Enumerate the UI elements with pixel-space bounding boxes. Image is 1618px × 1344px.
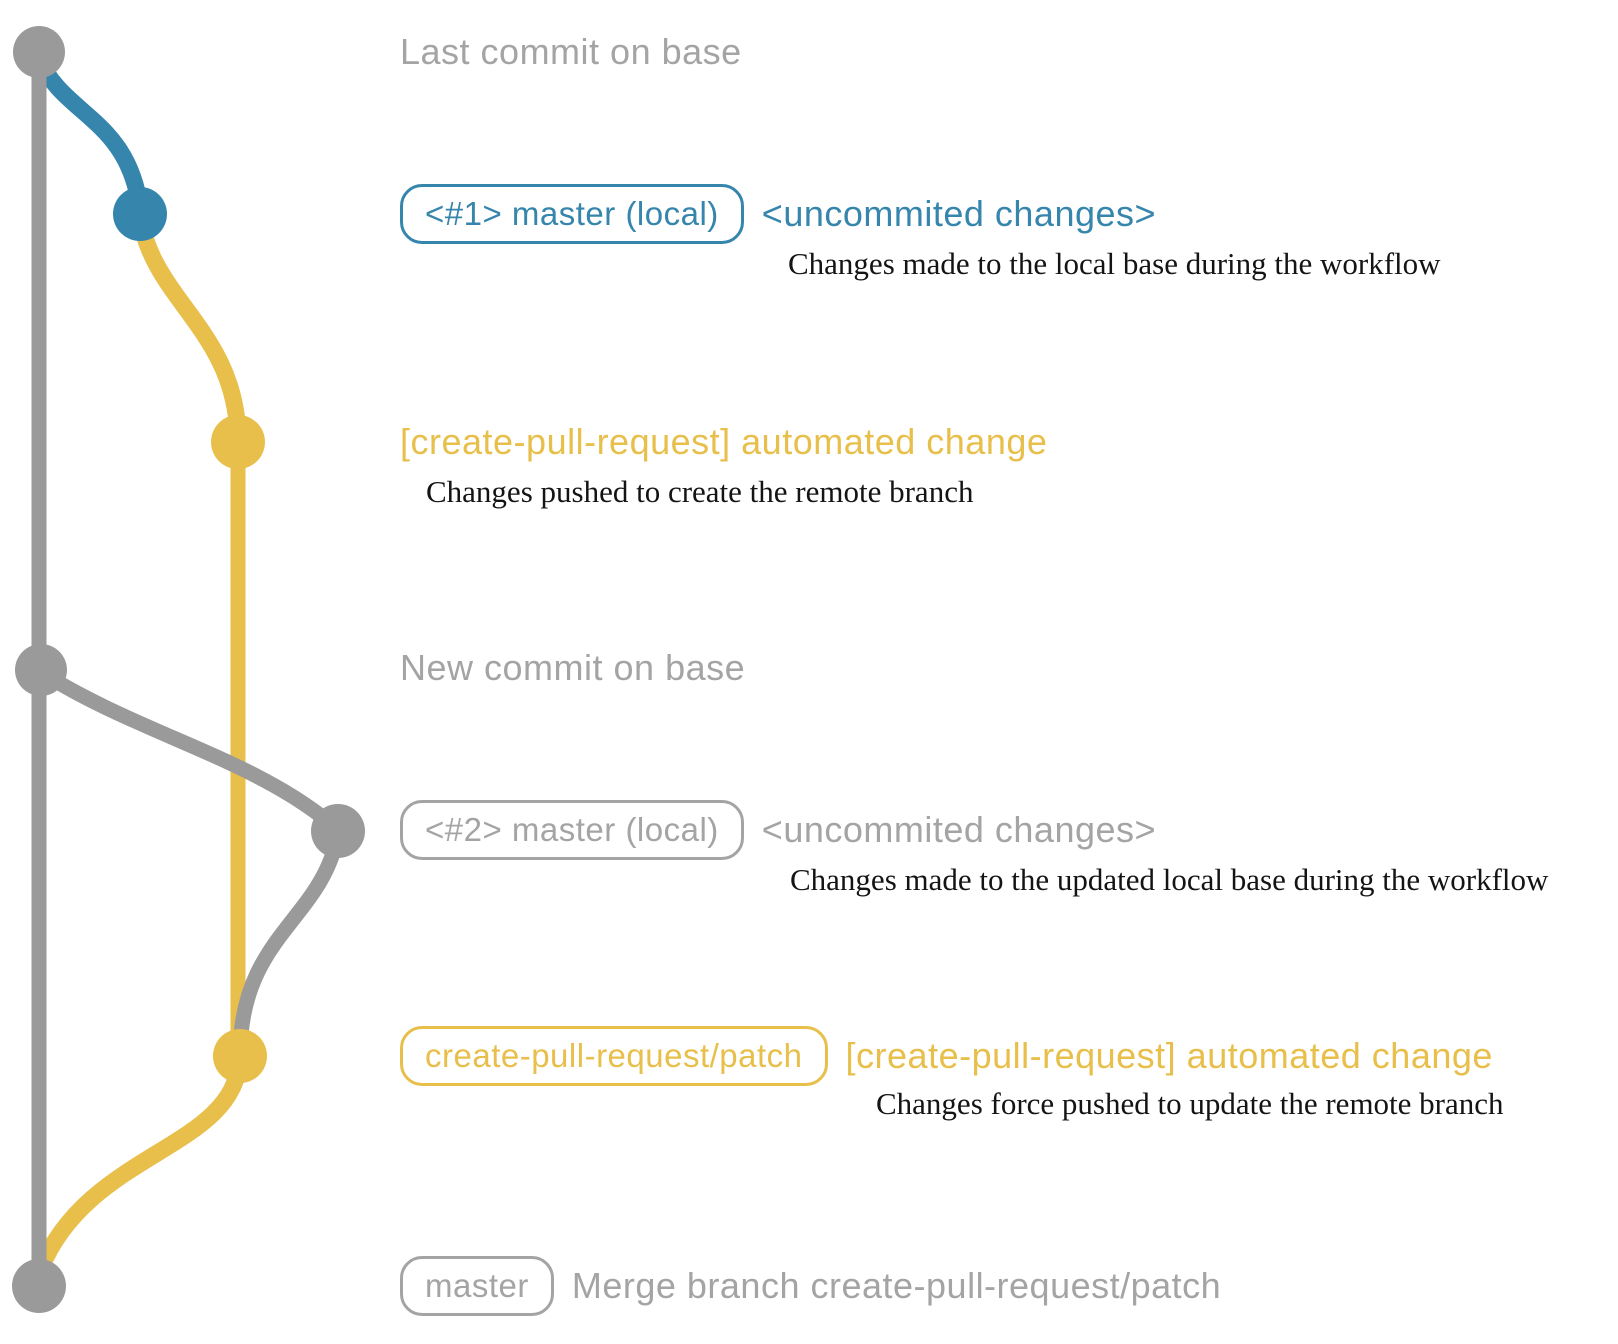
row-automated-change-1: [create-pull-request] automated change: [400, 421, 1047, 463]
row-new-commit: New commit on base: [400, 647, 745, 689]
commit-node-patch-1: [211, 415, 265, 469]
edge-local-to-patch: [131, 207, 247, 447]
row-local-master-2: <#2> master (local) <uncommited changes>: [400, 800, 1156, 860]
badge-master: master: [400, 1256, 554, 1316]
caption-local-changes-1: Changes made to the local base during th…: [788, 246, 1441, 281]
edge-base-to-local-master: [30, 49, 149, 217]
automated-change-label-1: [create-pull-request] automated change: [400, 421, 1048, 462]
row-master-merge: master Merge branch create-pull-request/…: [400, 1256, 1221, 1316]
commit-node-new-base: [15, 644, 67, 696]
caption-force-pushed: Changes force pushed to update the remot…: [876, 1086, 1504, 1121]
row-patch-branch: create-pull-request/patch [create-pull-r…: [400, 1026, 1493, 1086]
edge-local-master2-to-patch: [232, 826, 346, 1060]
edge-patch-merge-into-master: [32, 1049, 249, 1277]
commit-node-last-base: [13, 26, 65, 78]
badge-create-pull-request-patch: create-pull-request/patch: [400, 1026, 828, 1086]
last-commit-label: Last commit on base: [400, 31, 742, 72]
git-graph: [12, 26, 365, 1313]
commit-node-local-2: [311, 804, 365, 858]
new-commit-label: New commit on base: [400, 647, 746, 688]
badge-master-local-1: <#1> master (local): [400, 184, 744, 244]
caption-pushed-create-branch: Changes pushed to create the remote bran…: [426, 474, 974, 509]
edge-newbase-to-local-master2: [33, 664, 346, 838]
commit-node-patch-2: [213, 1029, 267, 1083]
automated-change-label-2: [create-pull-request] automated change: [845, 1035, 1493, 1076]
note-uncommited-changes-1: <uncommited changes>: [761, 193, 1157, 234]
row-local-master-1: <#1> master (local) <uncommited changes>: [400, 184, 1156, 244]
commit-node-local-1: [113, 187, 167, 241]
caption-local-changes-2: Changes made to the updated local base d…: [790, 862, 1549, 897]
commit-node-merge: [12, 1259, 66, 1313]
row-last-commit: Last commit on base: [400, 31, 742, 73]
badge-master-local-2: <#2> master (local): [400, 800, 744, 860]
merge-branch-label: Merge branch create-pull-request/patch: [571, 1265, 1222, 1306]
note-uncommited-changes-2: <uncommited changes>: [761, 809, 1157, 850]
